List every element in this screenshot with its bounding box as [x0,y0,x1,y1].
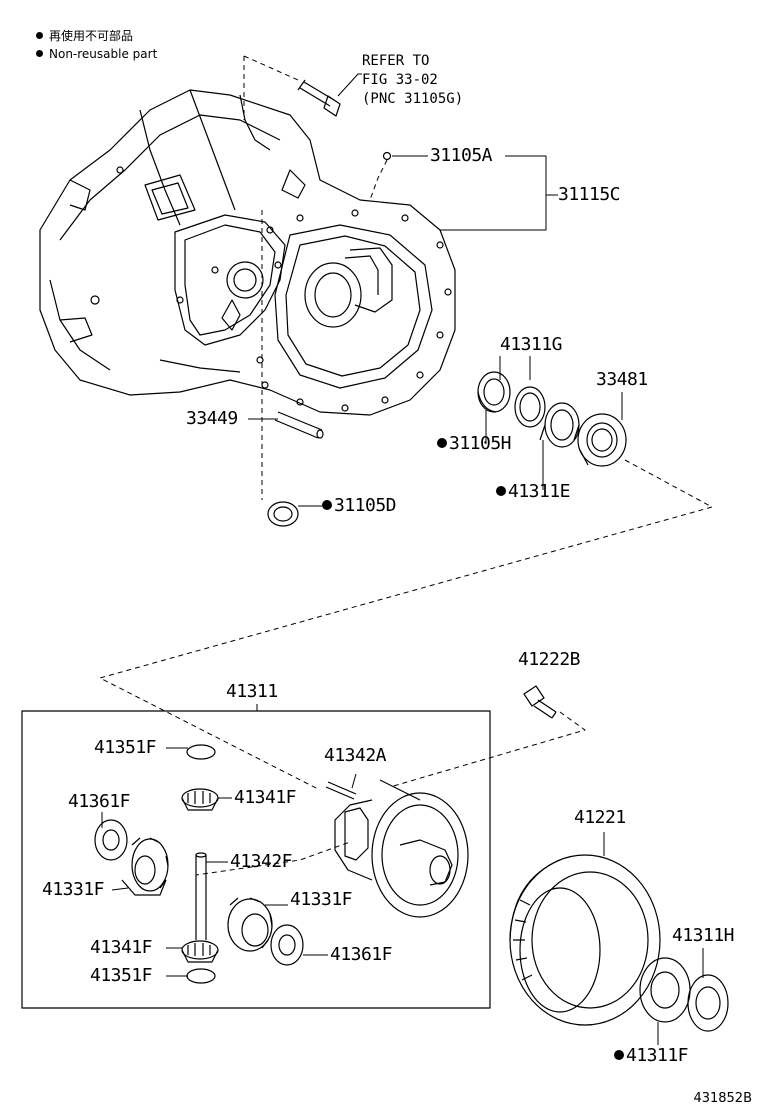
refer-note: REFER TO FIG 33-02 (PNC 31105G) [362,52,463,109]
differential-assembly-frame [21,710,491,1009]
part-number: 33481 [596,369,648,390]
part-number: 41311H [672,925,735,946]
washer-41361F-right-drawing [270,924,304,966]
part-number: 41341F [234,787,297,808]
callout-41361F-left[interactable]: 41361F [68,791,131,812]
part-number: 41221 [574,807,626,828]
side-gear-41331F-right-drawing [227,897,273,952]
shim-41311H-drawing [687,974,729,1032]
bearing-41311E-drawing [539,402,580,448]
legend-text-en: Non-reusable part [49,47,158,61]
callout-41221[interactable]: 41221 [574,808,626,828]
part-number: 31105D [334,495,397,516]
part-number: 41351F [94,737,157,758]
figure-id: 431852B [693,1091,752,1106]
non-reusable-icon [437,438,447,448]
non-reusable-icon [496,486,506,496]
callout-41341F-bottom[interactable]: 41341F [90,937,153,958]
legend-english: Non-reusable part [36,47,157,61]
part-number: 41361F [68,791,131,812]
bearing-33481-drawing [577,413,627,467]
shim-41311G-drawing [514,386,546,428]
callout-31115C[interactable]: 31115C [558,184,621,205]
callout-41222B[interactable]: 41222B [518,649,581,670]
part-number: 41342F [230,851,293,872]
non-reusable-icon [614,1050,624,1060]
part-number: 41351F [90,965,153,986]
callout-41311[interactable]: 41311 [226,682,278,702]
part-number: 41331F [42,879,105,900]
pin-33449-drawing [274,411,324,439]
differential-case-drawing [334,779,469,918]
callout-33481[interactable]: 33481 [596,370,648,390]
washer-41361F-left-drawing [94,819,128,861]
refer-line-1: REFER TO [362,53,430,69]
dashed-assembly-lines [99,55,713,876]
callout-41342A[interactable]: 41342A [324,745,387,766]
part-number: 41331F [290,889,353,910]
callout-41331F-right[interactable]: 41331F [290,889,353,910]
callout-41311H[interactable]: 41311H [672,925,735,946]
callout-31105D[interactable]: 31105D [322,495,397,516]
side-gear-41331F-left-drawing [121,837,169,896]
callout-41341F-top[interactable]: 41341F [234,787,297,808]
part-number: 31115C [558,184,621,205]
part-number: 41311F [626,1045,689,1066]
callout-41342F[interactable]: 41342F [230,851,293,872]
non-reusable-icon [322,500,332,510]
pin-41342A-drawing [325,781,357,800]
part-number: 33449 [186,408,238,429]
bullet-icon [36,50,43,57]
leader-lines [101,73,704,1045]
callout-31105H[interactable]: 31105H [437,433,512,454]
bearing-41311F-drawing [639,957,691,1023]
part-number: 41311G [500,334,563,355]
callout-41351F-bottom[interactable]: 41351F [90,965,153,986]
part-number: 31105H [449,433,512,454]
callout-33449[interactable]: 33449 [186,409,238,429]
part-number: 31105A [430,145,493,166]
plug-31105A-drawing [382,151,392,161]
washer-41351F-bottom-drawing [186,968,216,984]
legend-chinese: 再使用不可部品 [36,29,133,43]
part-number: 41222B [518,649,581,670]
refer-line-3: (PNC 31105G) [362,91,464,107]
bolt-41222B-drawing [523,685,557,719]
part-number: 41311E [508,481,571,502]
transaxle-housing-drawing [39,89,456,416]
part-number: 41342A [324,745,387,766]
legend-text-cn: 再使用不可部品 [49,29,134,43]
callout-41331F-left[interactable]: 41331F [42,879,105,900]
callout-41351F-top[interactable]: 41351F [94,737,157,758]
callout-41311E[interactable]: 41311E [496,481,571,502]
callout-31105A[interactable]: 31105A [430,145,493,166]
callout-41361F-right[interactable]: 41361F [330,944,393,965]
refer-line-2: FIG 33-02 [362,72,438,88]
shaft-41342F-drawing [195,852,207,940]
part-number: 41311 [226,681,278,702]
oil-seal-31105H-drawing [477,371,511,413]
pinion-41341F-top-drawing [181,788,219,811]
bolt-refer-drawing [297,79,341,117]
oil-seal-31105D-drawing [267,501,299,527]
ring-gear-41221-drawing [509,854,661,1026]
part-number: 41361F [330,944,393,965]
callout-41311F[interactable]: 41311F [614,1045,689,1066]
callout-41311G[interactable]: 41311G [500,334,563,355]
bullet-icon [36,32,43,39]
washer-41351F-top-drawing [186,744,216,760]
pinion-41341F-bottom-drawing [181,940,219,963]
part-number: 41341F [90,937,153,958]
